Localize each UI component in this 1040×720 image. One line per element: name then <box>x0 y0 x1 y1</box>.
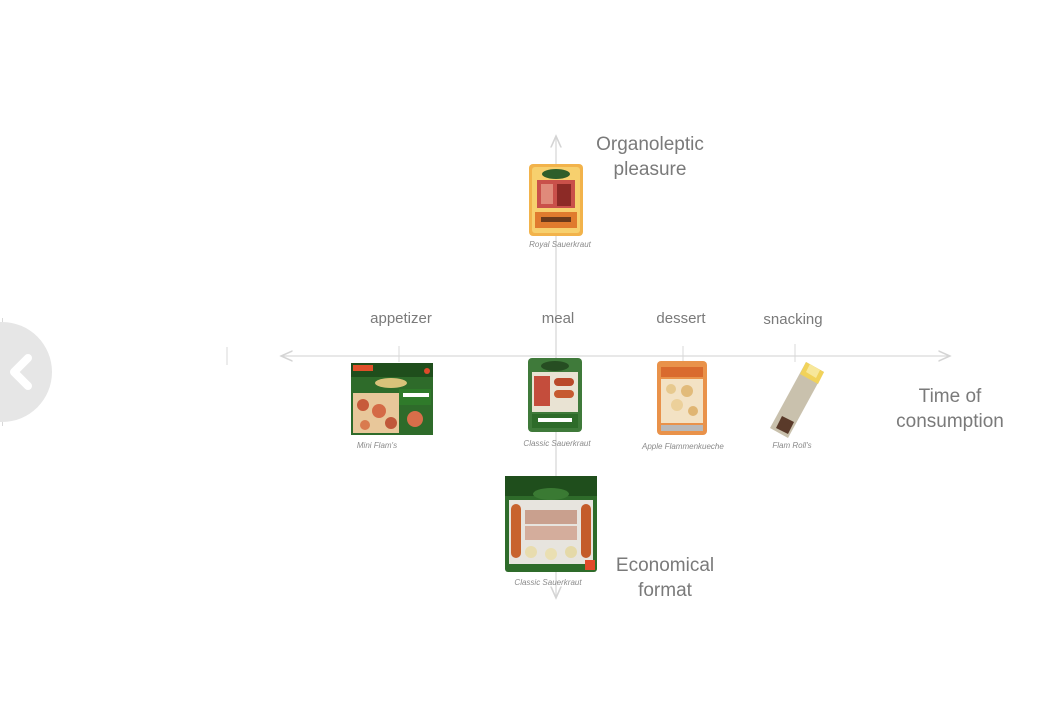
chevron-left-icon <box>10 354 32 390</box>
axis-title-organoleptic: Organoleptic pleasure <box>596 134 704 180</box>
category-appetizer: appetizer <box>370 310 432 327</box>
product-mini-flams-caption: Mini Flam's <box>356 441 398 450</box>
product-classic-sauerkraut-large-caption: Classic Sauerkraut <box>514 578 582 587</box>
product-apple-flammenkueche-image[interactable] <box>657 361 707 435</box>
product-royal-sauerkraut-image[interactable] <box>529 164 583 236</box>
axis-title-economical: Economical format <box>615 555 715 601</box>
product-apple-flammenkueche-caption: Apple Flammenkueche <box>642 442 724 451</box>
category-meal: meal <box>541 310 575 327</box>
product-classic-sauerkraut-caption: Classic Sauerkraut <box>523 439 591 448</box>
product-flam-rolls-image[interactable] <box>766 358 828 440</box>
category-snacking: snacking <box>763 311 823 328</box>
product-classic-sauerkraut-image[interactable] <box>528 358 582 432</box>
product-classic-sauerkraut-large-image[interactable] <box>505 476 597 572</box>
product-mini-flams-image[interactable] <box>351 363 433 435</box>
category-dessert: dessert <box>656 310 706 327</box>
product-flam-rolls-caption: Flam Roll's <box>772 441 812 450</box>
product-royal-sauerkraut-caption: Royal Sauerkraut <box>529 240 591 249</box>
axis-title-time: Time of consumption <box>896 386 1004 432</box>
